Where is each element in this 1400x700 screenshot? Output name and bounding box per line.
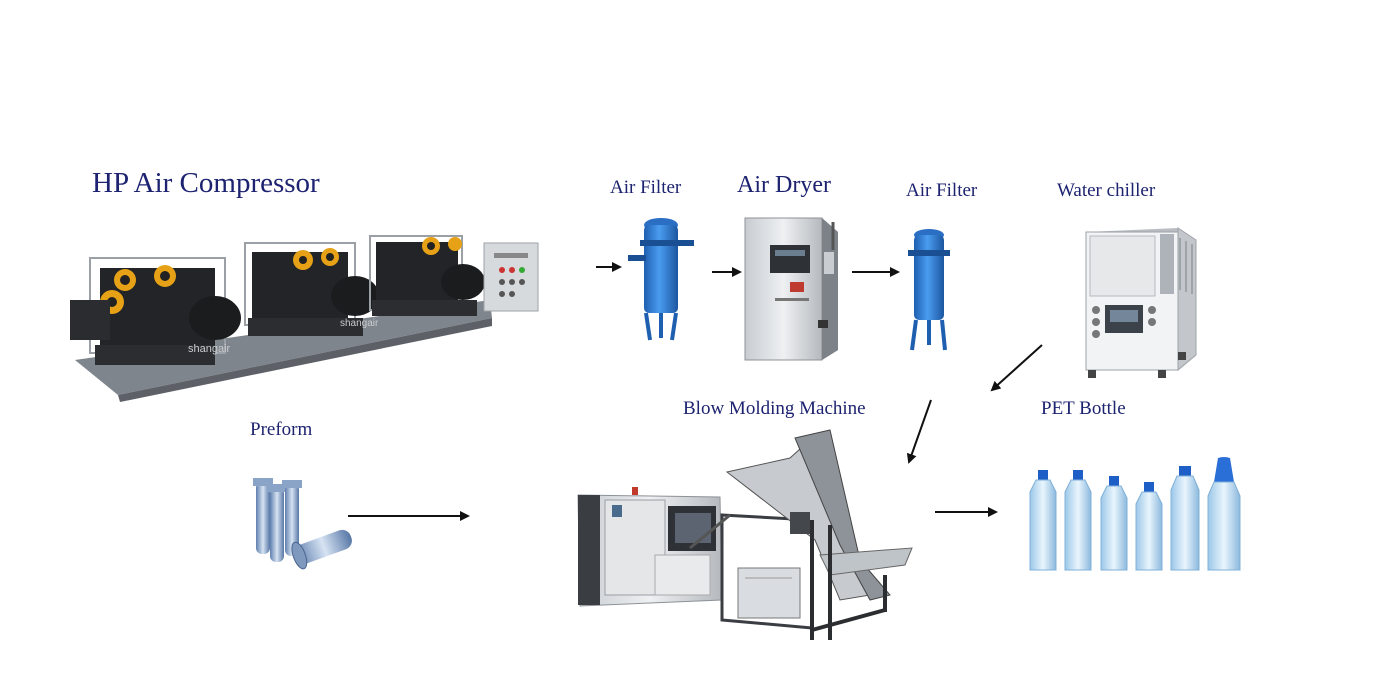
compressor-illustration: shangair shangair [70,236,538,402]
pet-bottle-illustration [1030,457,1240,570]
compressor-unit-1: shangair [70,258,241,365]
water-chiller-illustration [1086,228,1196,378]
brand-label-1: shangair [188,343,231,355]
arrow-chiller-to-machine [992,345,1042,390]
bottle-2 [1065,470,1091,570]
compressor-unit-3 [370,236,485,316]
bottle-4 [1136,482,1162,570]
air-dryer-illustration [745,218,838,360]
control-cabinet [484,243,538,311]
air-filter-1-illustration [628,218,694,340]
compressor-unit-2: shangair [245,243,379,336]
bottle-6 [1208,457,1240,570]
blow-molding-illustration [578,430,912,640]
bottle-5 [1171,466,1199,570]
bottle-1 [1030,470,1056,570]
arrow-air-to-machine [909,400,931,462]
brand-label-2: shangair [340,318,379,329]
air-filter-2-illustration [908,229,950,350]
preform-illustration [253,478,356,571]
bottle-3 [1101,476,1127,570]
